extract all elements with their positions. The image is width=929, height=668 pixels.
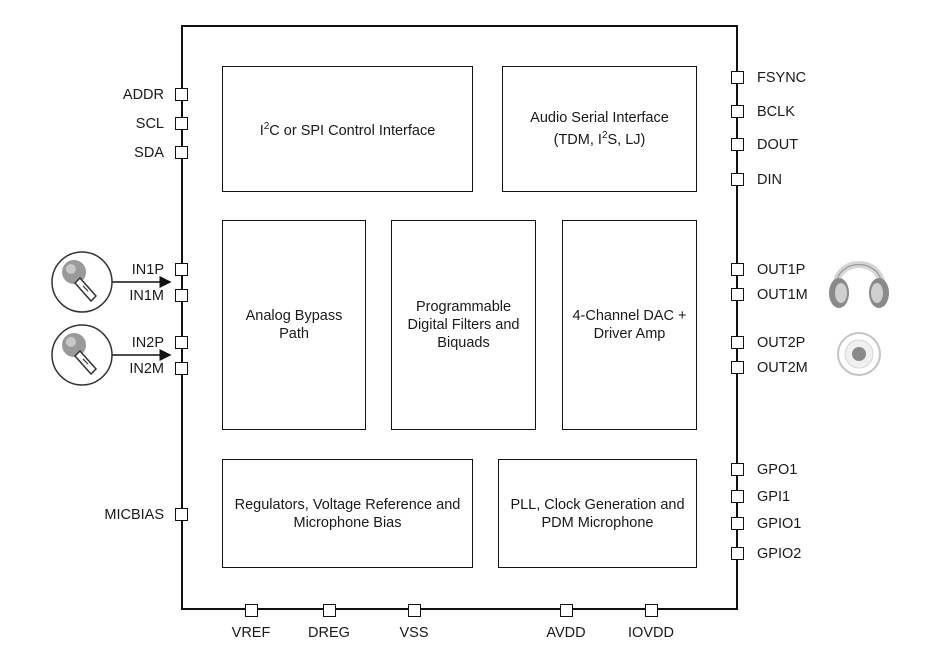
pll-line2: PDM Microphone (541, 514, 654, 531)
pin-vss (408, 604, 421, 617)
dac-block: 4-Channel DAC + Driver Amp (562, 220, 697, 430)
pin-vref (245, 604, 258, 617)
audio-serial-line2-suffix: S, LJ) (607, 131, 646, 148)
filters-line2: Digital Filters and (407, 317, 520, 333)
pin-iovdd (645, 604, 658, 617)
pll-line1: PLL, Clock Generation and (510, 496, 685, 513)
pin-out1m (731, 288, 744, 301)
pin-in1p (175, 263, 188, 276)
pin-label-avdd: AVDD (546, 625, 586, 641)
pin-label-gpo1: GPO1 (757, 462, 798, 478)
control-superscript: 2 (263, 121, 270, 133)
pin-micbias (175, 508, 188, 521)
pin-label-dout: DOUT (757, 137, 799, 153)
dac-line1: 4-Channel DAC + (572, 308, 687, 324)
pin-din (731, 173, 744, 186)
pin-gpio1 (731, 517, 744, 530)
audio-serial-superscript: 2 (601, 130, 608, 142)
analog-bypass-block: Analog Bypass Path (222, 220, 366, 430)
pin-label-sda: SDA (134, 145, 164, 161)
pin-label-addr: ADDR (122, 87, 164, 103)
audio-serial-line2-prefix: (TDM, I (553, 131, 602, 148)
control-interface-block: I2C or SPI Control Interface (222, 66, 473, 192)
pin-label-scl: SCL (135, 116, 164, 132)
pin-label-in1m: IN1M (129, 288, 164, 304)
regulators-line1: Regulators, Voltage Reference and (234, 496, 461, 513)
audio-serial-interface-block: Audio Serial Interface (TDM, I2S, LJ) (502, 66, 697, 192)
pin-out2p (731, 336, 744, 349)
pin-label-iovdd: IOVDD (628, 625, 674, 641)
filters-line3: Biquads (437, 335, 490, 351)
pin-dreg (323, 604, 336, 617)
pin-gpio2 (731, 547, 744, 560)
filters-line1: Programmable (415, 299, 512, 315)
pin-sda (175, 146, 188, 159)
pin-label-in1p: IN1P (131, 262, 164, 278)
pin-label-gpio1: GPIO1 (757, 516, 802, 532)
pin-out1p (731, 263, 744, 276)
pin-label-gpi1: GPI1 (757, 489, 791, 505)
pin-label-micbias: MICBIAS (104, 507, 164, 523)
pin-label-din: DIN (757, 172, 782, 188)
headphones-icon (829, 261, 889, 308)
pin-gpo1 (731, 463, 744, 476)
pin-label-vss: VSS (399, 625, 429, 641)
pin-label-gpio2: GPIO2 (757, 546, 802, 562)
dac-line2: Driver Amp (593, 326, 666, 342)
pin-addr (175, 88, 188, 101)
pin-in2m (175, 362, 188, 375)
pin-avdd (560, 604, 573, 617)
pin-fsync (731, 71, 744, 84)
pin-out2m (731, 361, 744, 374)
audio-serial-line1: Audio Serial Interface (530, 110, 669, 127)
control-label: C or SPI Control Interface (269, 122, 436, 139)
microphone-icon (51, 324, 113, 386)
pll-block: PLL, Clock Generation and PDM Microphone (498, 459, 697, 568)
bypass-line1: Analog Bypass (245, 308, 343, 324)
pin-label-in2m: IN2M (129, 361, 164, 377)
pin-label-out1m: OUT1M (757, 287, 808, 303)
pin-label-out2p: OUT2P (757, 335, 806, 351)
microphone-icon (51, 251, 113, 313)
regulators-block: Regulators, Voltage Reference and Microp… (222, 459, 473, 568)
pin-bclk (731, 105, 744, 118)
control-prefix: I (259, 122, 264, 139)
pin-in2p (175, 336, 188, 349)
pin-label-out1p: OUT1P (757, 262, 806, 278)
pin-label-vref: VREF (231, 625, 271, 641)
speaker-icon (837, 332, 881, 376)
pin-label-out2m: OUT2M (757, 360, 808, 376)
pin-label-fsync: FSYNC (757, 70, 807, 86)
digital-filters-block: Programmable Digital Filters and Biquads (391, 220, 536, 430)
pin-scl (175, 117, 188, 130)
pin-in1m (175, 289, 188, 302)
regulators-line2: Microphone Bias (293, 514, 402, 531)
pin-label-dreg: DREG (308, 625, 350, 641)
pin-label-in2p: IN2P (131, 335, 164, 351)
pin-gpi1 (731, 490, 744, 503)
pin-label-bclk: BCLK (757, 104, 795, 120)
bypass-line2: Path (279, 326, 309, 342)
pin-dout (731, 138, 744, 151)
